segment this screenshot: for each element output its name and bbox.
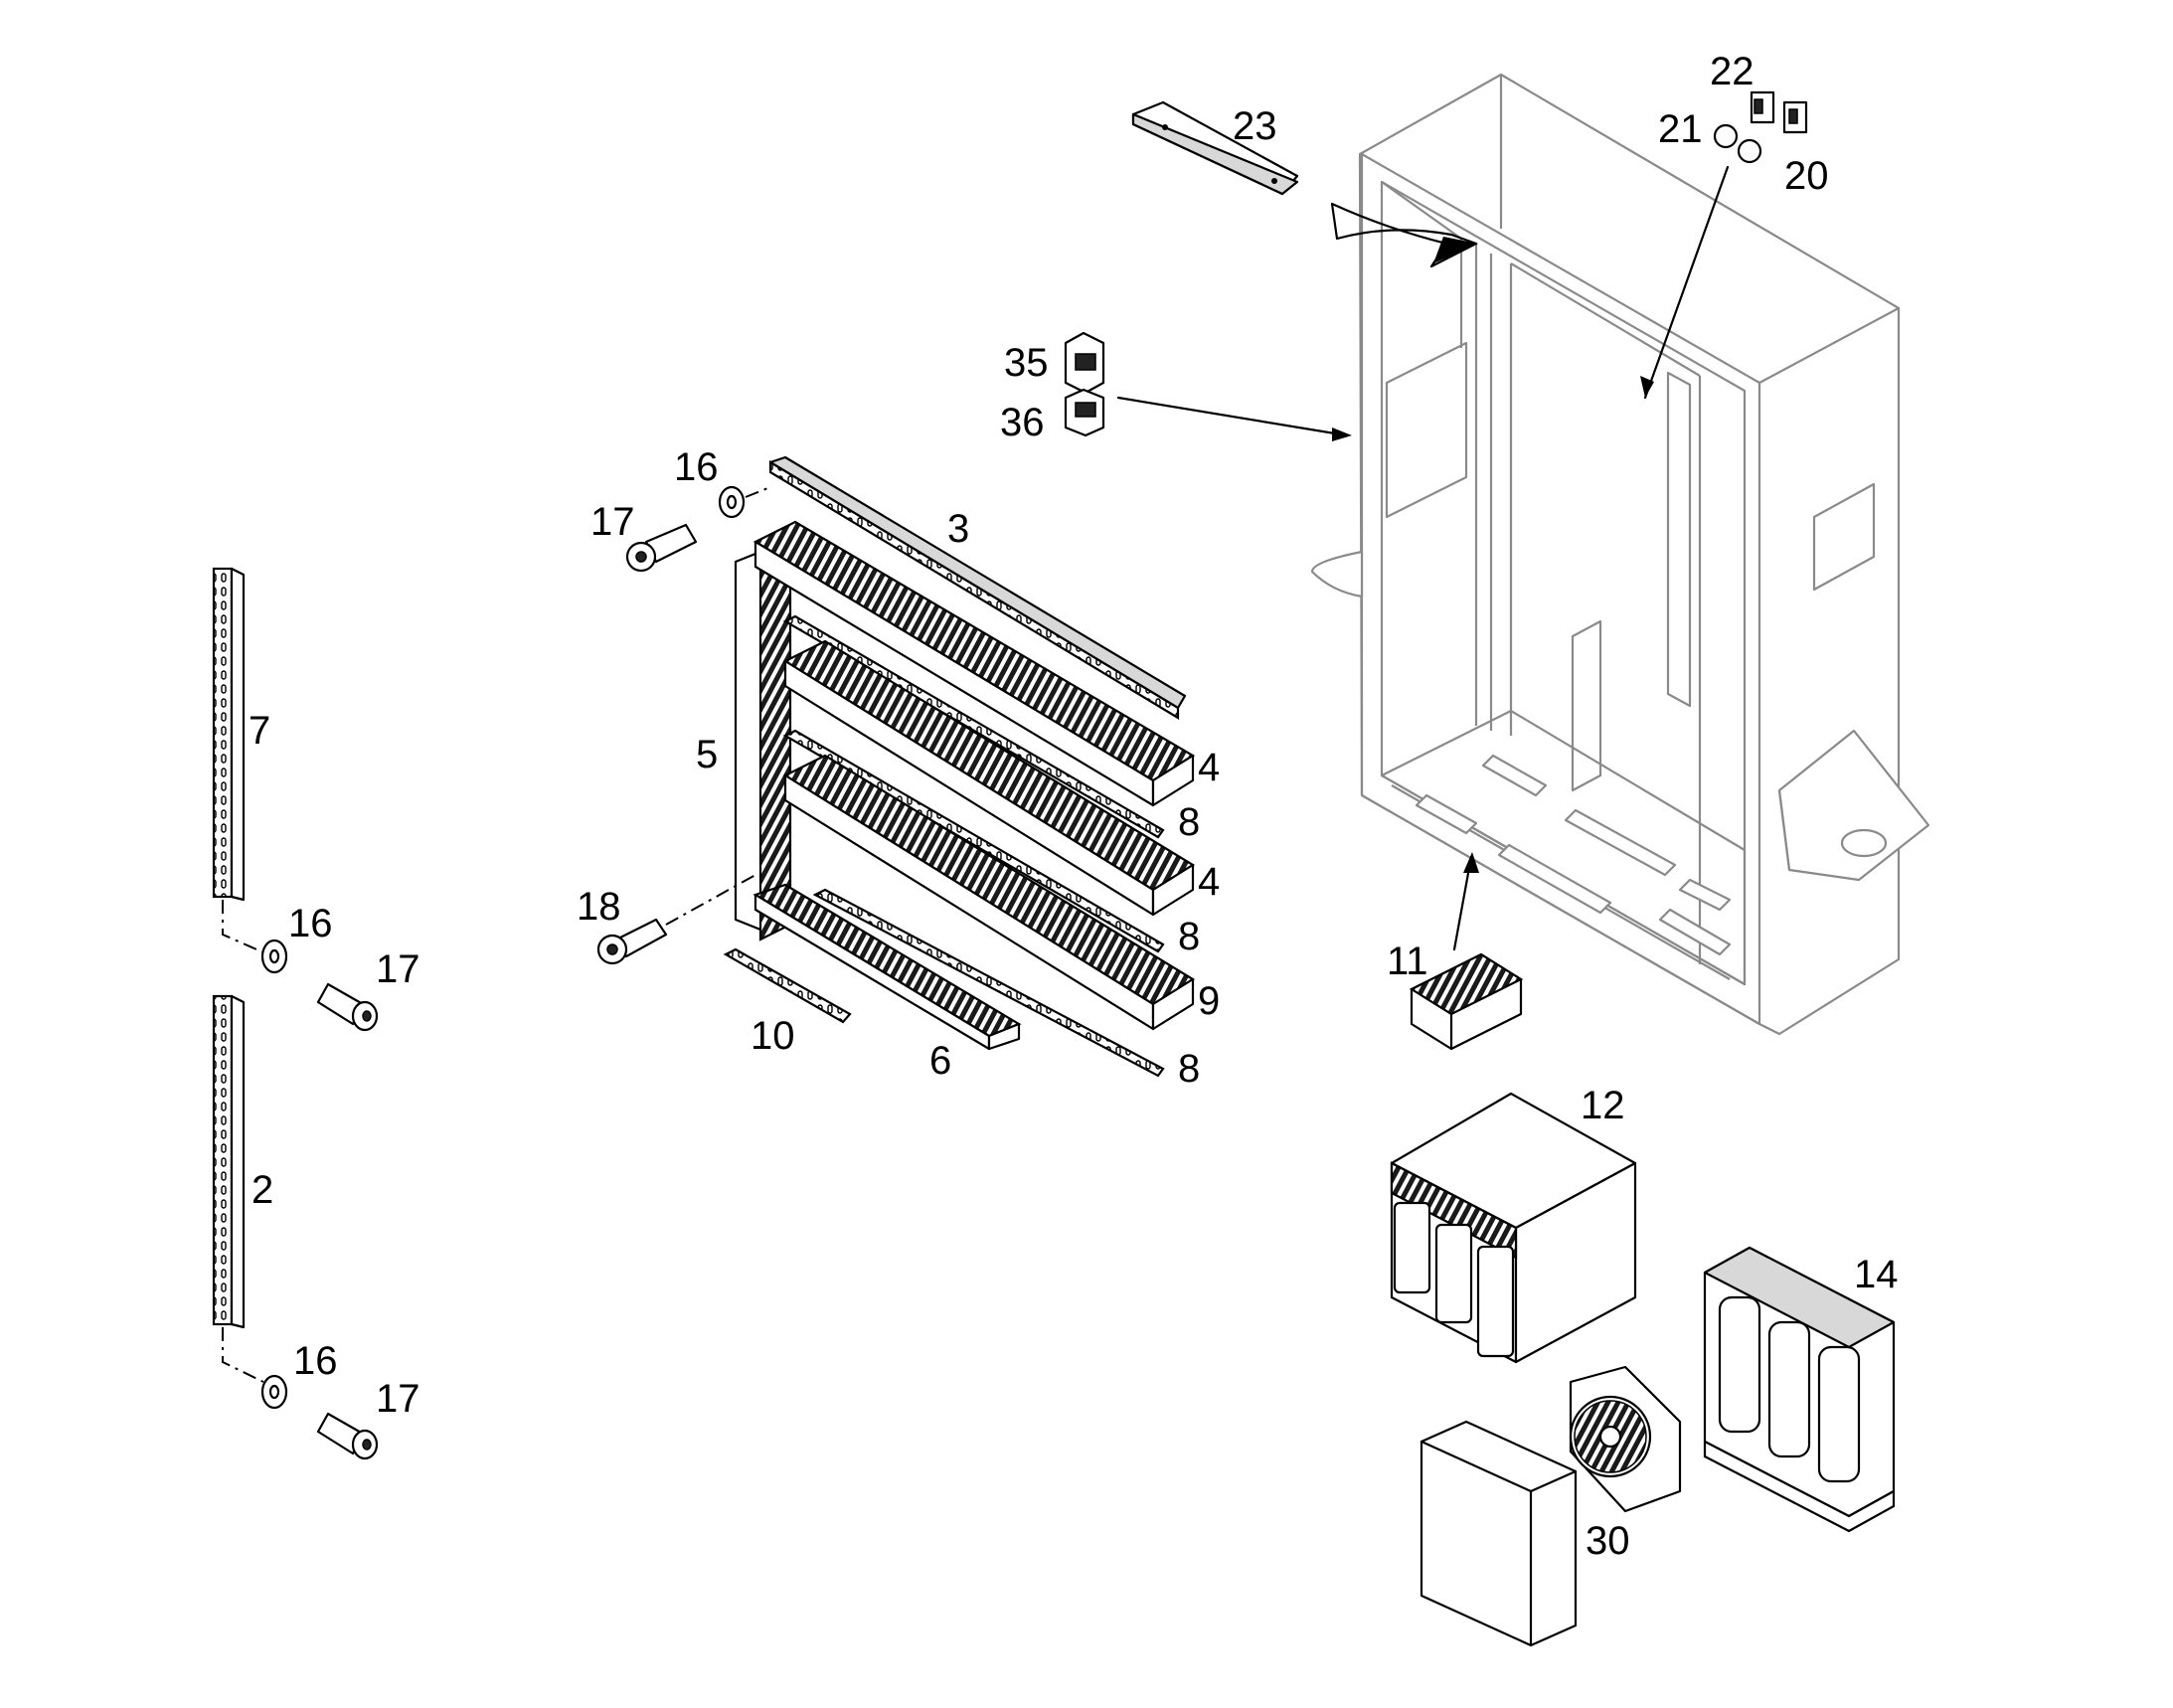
- dashline-2: [222, 1327, 264, 1383]
- insert-arrow: [1330, 202, 1478, 268]
- part-16-washer-center: [718, 485, 746, 519]
- part-14-transformer: [1703, 1246, 1896, 1533]
- callout-11: 11: [1387, 939, 1428, 983]
- callout-12: 12: [1581, 1084, 1625, 1127]
- part-8-strip-middle: [782, 729, 1165, 953]
- callout-36: 36: [1000, 401, 1045, 444]
- part-17-screw-center: [625, 523, 698, 573]
- part-18-screw: [596, 918, 668, 965]
- callout-8-middle: 8: [1178, 915, 1200, 958]
- part-12-module: [1390, 1092, 1637, 1364]
- callout-8-lower: 8: [1178, 1047, 1200, 1091]
- callout-17-center: 17: [590, 500, 635, 544]
- callout-10: 10: [751, 1014, 795, 1058]
- part-8-strip-lower: [812, 888, 1165, 1078]
- part-5-vertical-duct: [734, 529, 792, 941]
- dashline-3: [745, 486, 771, 498]
- callout-20: 20: [1784, 154, 1829, 198]
- callout-35: 35: [1004, 341, 1049, 385]
- callout-3: 3: [947, 507, 969, 551]
- part-10-strip: [723, 947, 852, 1024]
- part-6-duct-bottom: [752, 883, 1022, 1051]
- callout-17-upper: 17: [376, 947, 420, 991]
- callout-5: 5: [696, 733, 718, 776]
- part-30-fan: [1569, 1365, 1682, 1513]
- part-17-screw-lower: [316, 1412, 379, 1460]
- callout-17-lower: 17: [376, 1377, 420, 1421]
- dashline-7: [222, 900, 264, 953]
- part-8-strip-upper: [782, 614, 1165, 839]
- callout-14: 14: [1854, 1253, 1899, 1296]
- arrowhead-11: [1463, 852, 1479, 873]
- callout-22: 22: [1710, 50, 1755, 93]
- part-35-36-terminals: [1064, 331, 1352, 441]
- callout-16-lower: 16: [293, 1339, 338, 1383]
- cover-panel: [1420, 1420, 1578, 1647]
- part-4-duct-upper: [752, 520, 1196, 807]
- callout-2: 2: [251, 1168, 273, 1212]
- part-9-duct-lower: [782, 754, 1196, 1031]
- callout-4-upper: 4: [1198, 746, 1220, 789]
- callout-16-center: 16: [674, 445, 719, 489]
- enclosure-cabinet: [1310, 73, 1930, 1036]
- callout-23: 23: [1233, 104, 1277, 148]
- part-16-washer-upper: [260, 939, 288, 974]
- part-11-terminal-block: [1409, 952, 1524, 1051]
- callout-16-upper: 16: [288, 902, 333, 945]
- part-17-screw-upper: [316, 982, 379, 1032]
- callout-8-upper: 8: [1178, 800, 1200, 844]
- callout-18: 18: [577, 885, 621, 929]
- part-3-top-rail: [768, 455, 1187, 720]
- part-7-din-rail: [212, 567, 246, 902]
- part-23-bracket: [1131, 100, 1299, 196]
- callout-9: 9: [1198, 979, 1220, 1023]
- callout-6: 6: [929, 1039, 951, 1083]
- callout-30: 30: [1586, 1519, 1630, 1563]
- callout-4-middle: 4: [1198, 860, 1220, 904]
- callout-7: 7: [249, 709, 270, 753]
- part-20-22-fasteners: [1640, 90, 1808, 400]
- part-2-din-rail: [212, 994, 246, 1329]
- dashline-18: [665, 874, 756, 926]
- part-4-duct-middle: [782, 639, 1196, 917]
- part-16-washer-lower: [260, 1374, 288, 1410]
- callout-21: 21: [1658, 107, 1703, 151]
- callout-labels: 23 22 21 20 35 36 16 17 3 7 5 4 8 4 8 9 …: [249, 50, 1899, 1563]
